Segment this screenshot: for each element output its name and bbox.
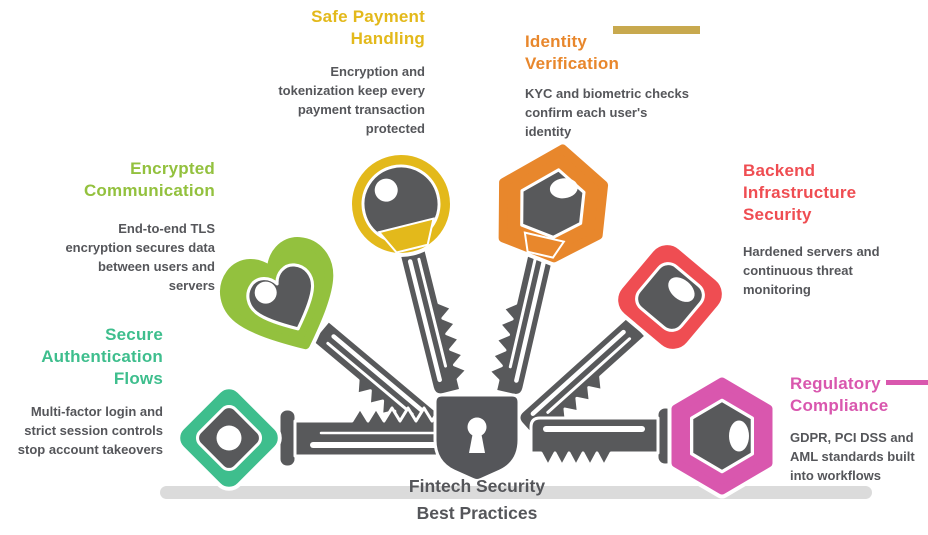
label-regulatory-title: Regulatory Compliance: [790, 373, 905, 417]
keyhole: [668, 277, 695, 302]
key-collar-tab: [377, 217, 435, 254]
keyhole: [549, 178, 578, 199]
key-safe-payment: [348, 151, 473, 399]
decorative-dash-pink: [886, 380, 928, 385]
item-title: Safe Payment Handling: [311, 7, 425, 48]
label-regulatory-description: GDPR, PCI DSS and AML standards built in…: [790, 428, 928, 485]
key-groove: [530, 329, 626, 416]
key-regulatory-compliance: [529, 382, 768, 490]
label-authentication-title: Secure Authentication Flows: [13, 324, 163, 390]
item-description: Multi-factor login and strict session co…: [17, 404, 163, 457]
item-title: Regulatory Compliance: [790, 374, 889, 415]
key-groove: [331, 334, 430, 418]
item-description: Hardened servers and continuous threat m…: [743, 244, 880, 297]
label-backend-description: Hardened servers and continuous threat m…: [743, 242, 908, 299]
label-authentication-description: Multi-factor login and strict session co…: [8, 402, 163, 459]
item-title: Backend Infrastructure Security: [743, 161, 857, 224]
keyhole: [216, 425, 242, 451]
key-groove: [508, 258, 537, 369]
ground-shadow-band: [160, 486, 872, 499]
label-identity-description: KYC and biometric checks confirm each us…: [525, 84, 695, 141]
center-shield-icon: [433, 393, 521, 482]
item-title: Encrypted Communication: [83, 159, 215, 200]
label-encrypted-description: End-to-end TLS encryption secures data b…: [55, 219, 215, 295]
key-groove: [417, 257, 448, 368]
shield-keyhole-slot: [469, 432, 485, 453]
label-identity-title: Identity Verification: [525, 31, 655, 75]
caption-line-2: Best Practices: [416, 503, 538, 523]
label-safe-payment-description: Encryption and tokenization keep every p…: [255, 62, 425, 138]
key-shaft: [529, 416, 660, 468]
center-caption: Fintech Security Best Practices: [357, 473, 597, 527]
item-title: Secure Authentication Flows: [41, 325, 163, 388]
label-safe-payment-title: Safe Payment Handling: [275, 6, 425, 50]
keyhole: [729, 420, 749, 452]
decorative-dash-gold: [613, 26, 700, 34]
item-description: End-to-end TLS encryption secures data b…: [65, 221, 215, 293]
label-encrypted-title: Encrypted Communication: [55, 158, 215, 202]
key-groove: [326, 341, 414, 416]
key-identity-verification: [457, 138, 615, 399]
keyhole: [374, 178, 398, 202]
item-description: Encryption and tokenization keep every p…: [278, 64, 425, 136]
key-encrypted-communication: [188, 203, 446, 449]
item-description: GDPR, PCI DSS and AML standards built in…: [790, 430, 915, 483]
label-backend-title: Backend Infrastructure Security: [743, 160, 883, 226]
keyhole: [254, 281, 277, 304]
key-groove: [546, 337, 632, 414]
item-description: KYC and biometric checks confirm each us…: [525, 86, 689, 139]
item-title: Identity Verification: [525, 32, 620, 73]
caption-line-1: Fintech Security: [408, 476, 546, 496]
key-groove: [407, 259, 442, 383]
shield-keyhole-icon: [467, 417, 487, 437]
key-backend-infrastructure: [514, 233, 734, 447]
key-groove: [514, 259, 547, 383]
key-collar-tab: [523, 231, 566, 259]
